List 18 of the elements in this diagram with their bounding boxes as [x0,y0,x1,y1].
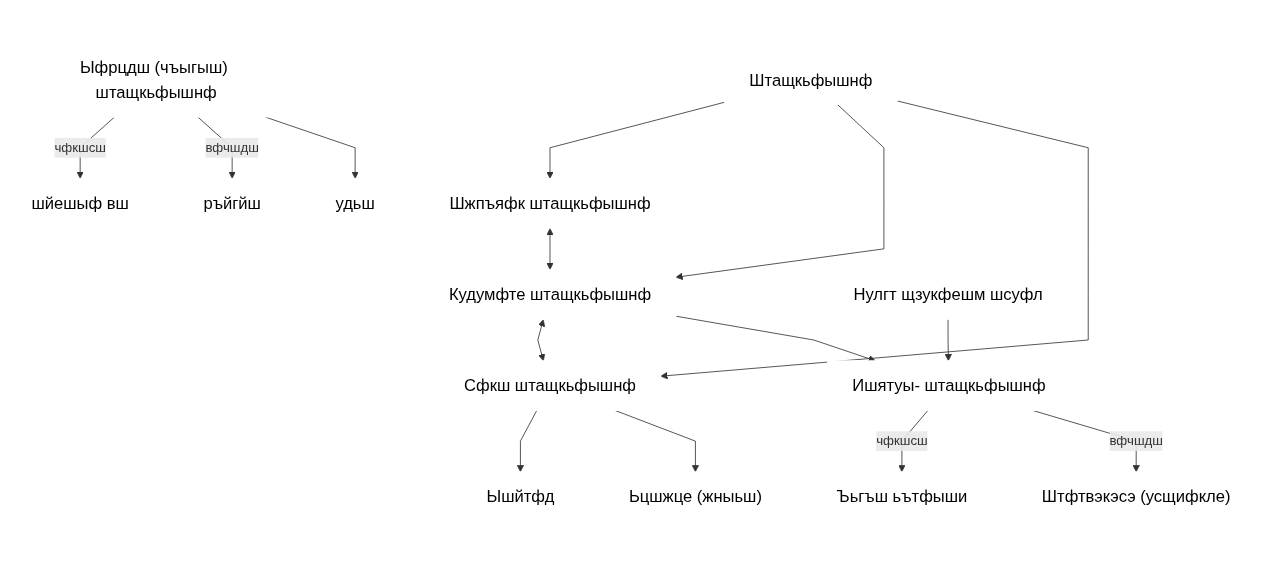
edge-label: чфкшсш [876,433,928,448]
node-text: Ьцшжце (жныьш) [628,487,762,506]
node-text: Ыфрцдш (чъыгыш) штащкьфышнф [79,58,228,102]
edge-label: вфчшдш [1109,433,1163,448]
node-text: шйешыф вш [31,194,129,213]
node-text: Штфтвэкэсэ (усщифкле) [1041,487,1231,506]
node-text: Ышйтфд [486,487,555,506]
node-text: Нулгт щзукфешм шсуфл [853,285,1043,304]
node-text: Шжпъяфк штащкьфышнф [449,194,651,213]
node-text: Ишятуы- штащкьфышнф [852,376,1046,395]
edge-label: чфкшсш [54,140,106,155]
node-text: Кудумфте штащкьфышнф [448,285,652,304]
edge-label: вфчшдш [205,140,259,155]
node-text: удьш [335,194,375,213]
node-text: ръйгйш [203,194,261,213]
node-text: Сфкш штащкьфышнф [464,376,636,395]
node-text: Штащкьфышнф [749,70,873,89]
node-text: Ъьгъш ьътфыши [836,487,968,506]
